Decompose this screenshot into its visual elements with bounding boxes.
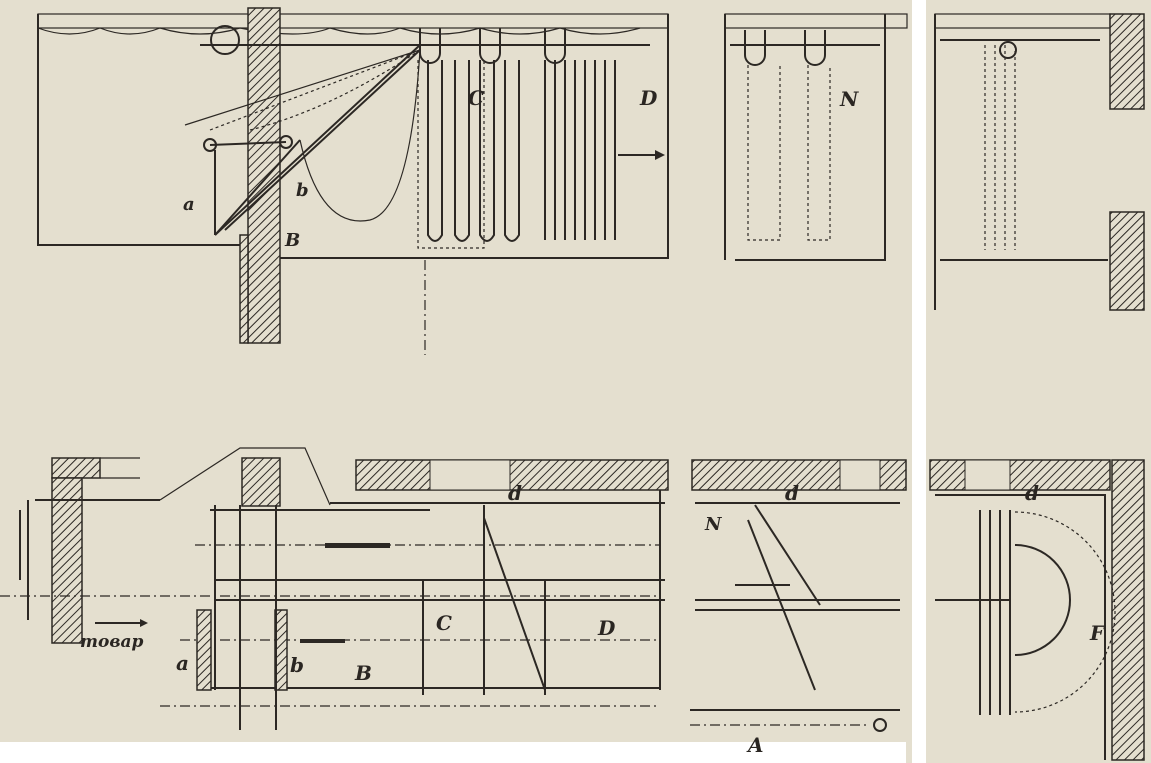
label-a-bottom: a — [176, 651, 189, 675]
label-b: b — [296, 180, 309, 201]
label-C: C — [468, 86, 484, 110]
label-D: D — [639, 86, 658, 110]
label-N-bottom: N — [704, 514, 723, 535]
label-a: a — [183, 194, 195, 215]
label-A: A — [746, 733, 764, 757]
label-B: B — [284, 230, 300, 251]
label-N-top: N — [839, 87, 859, 111]
label-d-right: d — [1025, 481, 1039, 505]
separator-vertical — [912, 0, 926, 763]
label-B-bottom: B — [354, 661, 372, 685]
label-tovar: товар — [80, 632, 144, 652]
label-F: F — [1089, 621, 1106, 645]
label-b-bottom: b — [290, 653, 304, 677]
label-C-bottom: C — [436, 611, 452, 635]
label-d-middle: d — [785, 481, 799, 505]
bottom-right-view: F d — [929, 459, 1145, 761]
label-d-bottom: d — [508, 481, 522, 505]
top-right-view — [934, 13, 1145, 311]
bottom-left-view: товар a b B C D d — [0, 447, 669, 730]
top-middle-view: N — [724, 13, 908, 261]
top-left-view: a b B C D — [37, 7, 669, 355]
separator-bottom — [0, 742, 906, 763]
label-D-bottom: D — [597, 616, 616, 640]
bottom-middle-view: N d A — [690, 459, 907, 757]
